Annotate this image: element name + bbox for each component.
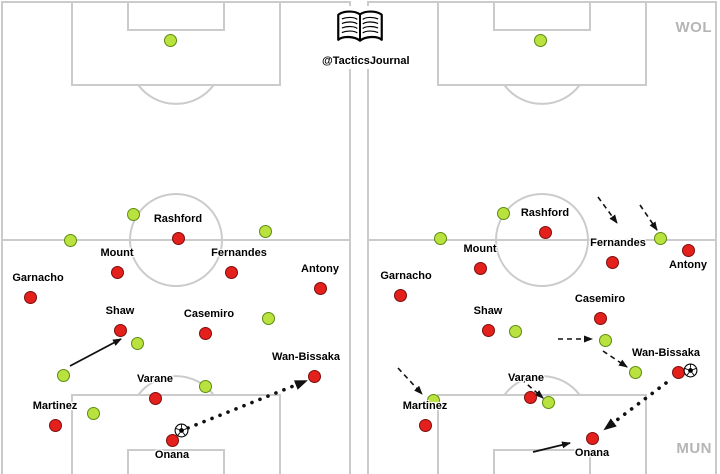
wol-player-dot — [433, 231, 447, 245]
watermark-handle: @TacticsJournal — [322, 55, 410, 67]
wol-player-dot — [130, 336, 144, 350]
player-label: Fernandes — [211, 247, 267, 259]
mun-player-dot-fernandes — [224, 265, 238, 279]
wol-player-dot — [258, 224, 272, 238]
wol-player-dot — [56, 368, 70, 382]
mun-player-dot-casemiro — [198, 326, 212, 340]
mun-player-dot-casemiro — [593, 311, 607, 325]
player-label: Antony — [301, 263, 339, 275]
player-label: Garnacho — [12, 272, 64, 284]
mun-player-dot-antony — [681, 243, 695, 257]
player-label: Rashford — [520, 207, 570, 219]
player-label: Rashford — [153, 213, 203, 225]
wol-player-dot — [163, 33, 177, 47]
mun-player-dot-shaw — [481, 323, 495, 337]
mun-player-dot-rashford — [171, 231, 185, 245]
mun-player-dot-varane — [148, 391, 162, 405]
mun-player-dot-mount — [110, 265, 124, 279]
mun-player-dot-wanbissaka — [307, 369, 321, 383]
mun-player-dot-garnacho — [23, 290, 37, 304]
wol-player-dot — [653, 231, 667, 245]
player-label: Varane — [507, 372, 545, 384]
run-arrow — [532, 441, 571, 453]
player-label: Mount — [463, 243, 497, 255]
player-label: Wan-Bissaka — [631, 347, 701, 359]
wol-player-dot — [598, 333, 612, 347]
press-arrow — [602, 350, 628, 368]
player-label: Martinez — [402, 400, 448, 412]
wol-player-dot — [86, 406, 100, 420]
wol-player-dot — [508, 324, 522, 338]
wol-player-dot — [126, 207, 140, 221]
mun-player-dot-varane — [523, 390, 537, 404]
mun-player-dot-shaw — [113, 323, 127, 337]
player-label: Mount — [100, 247, 134, 259]
press-arrow — [397, 367, 423, 395]
player-label: Onana — [574, 447, 610, 459]
player-label: Shaw — [473, 305, 503, 317]
player-label: Wan-Bissaka — [271, 351, 341, 363]
team-label-wol: WOL — [675, 19, 712, 36]
player-label: Onana — [154, 449, 190, 461]
mun-player-dot-onana — [585, 431, 599, 445]
press-arrow — [520, 378, 544, 399]
player-label: Casemiro — [574, 293, 626, 305]
tactics-journal-logo: @TacticsJournal — [322, 6, 410, 69]
mun-player-dot-garnacho — [393, 288, 407, 302]
player-label: Shaw — [105, 305, 135, 317]
run-arrow — [69, 338, 122, 367]
player-label: Garnacho — [380, 270, 432, 282]
open-book-icon — [337, 10, 383, 42]
wol-player-dot — [533, 33, 547, 47]
wol-player-dot — [198, 379, 212, 393]
wol-player-dot — [426, 393, 440, 407]
mun-player-dot-martinez — [418, 418, 432, 432]
wol-player-dot — [541, 395, 555, 409]
wol-player-dot — [63, 233, 77, 247]
wol-player-dot — [496, 206, 510, 220]
mun-player-dot-martinez — [48, 418, 62, 432]
player-label: Fernandes — [590, 237, 646, 249]
football-icon — [174, 423, 189, 438]
mun-player-dot-onana — [165, 433, 179, 447]
mun-player-dot-antony — [313, 281, 327, 295]
mun-player-dot-rashford — [538, 225, 552, 239]
player-label: Antony — [669, 259, 707, 271]
mun-player-dot-fernandes — [605, 255, 619, 269]
player-label: Varane — [136, 373, 174, 385]
player-label: Casemiro — [183, 308, 235, 320]
mun-player-dot-mount — [473, 261, 487, 275]
wol-player-dot — [628, 365, 642, 379]
team-label-mun: MUN — [676, 440, 712, 457]
football-icon — [683, 363, 698, 378]
player-label: Martinez — [32, 400, 78, 412]
wol-player-dot — [261, 311, 275, 325]
